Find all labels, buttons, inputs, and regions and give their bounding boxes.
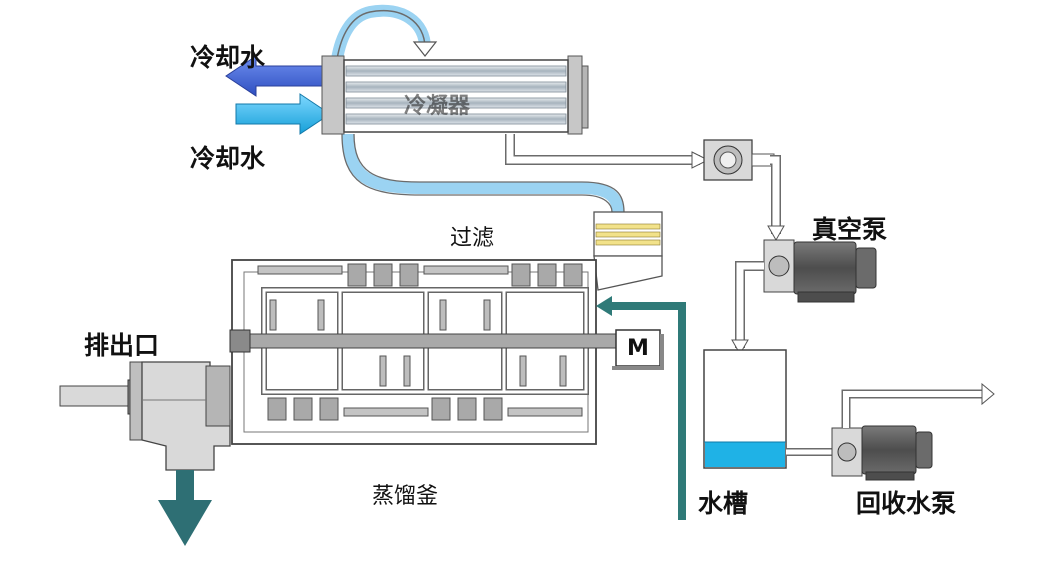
cooling-water-in-arrow xyxy=(235,93,331,135)
pipe-to-tank xyxy=(735,261,764,348)
condenser xyxy=(321,4,625,213)
discharge-outlet-label: 排出口 xyxy=(84,331,160,360)
feed-pipe xyxy=(612,302,686,520)
condenser-label: 冷凝器 xyxy=(404,94,471,119)
still-vessel xyxy=(229,259,617,445)
cooling-water-in-label: 冷却水 xyxy=(190,144,266,173)
cooling-water-out-label: 冷却水 xyxy=(190,43,266,72)
water-tank-label: 水槽 xyxy=(698,489,749,518)
recovery-outlet-pipe xyxy=(841,389,984,428)
still-label: 蒸馏釜 xyxy=(372,484,439,509)
recovery-pump xyxy=(831,425,933,481)
cooling-water-out-arrow xyxy=(225,55,323,97)
discharge-outlet xyxy=(59,361,231,471)
vacuum-pump-label: 真空泵 xyxy=(812,215,888,244)
motor-label: M xyxy=(627,335,649,361)
filter-label: 过滤 xyxy=(450,226,495,251)
recovery-pump-label: 回收水泵 xyxy=(856,489,957,518)
vacuum-line xyxy=(505,134,710,169)
discharge-down-arrow xyxy=(158,470,212,546)
vacuum-pump xyxy=(763,239,877,303)
agitator-motor xyxy=(612,329,664,370)
check-valve xyxy=(703,139,775,181)
filter xyxy=(593,211,663,291)
water-tank xyxy=(703,349,787,469)
